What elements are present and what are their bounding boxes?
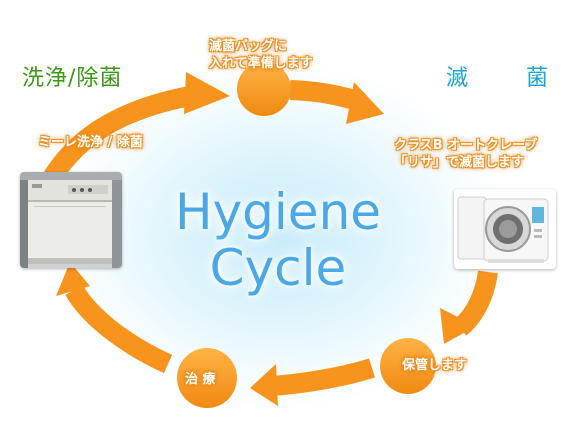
step-autoclave-label: クラスB オートクレーブ 「リサ」で滅菌します <box>394 137 537 171</box>
center-title-line2: Cycle <box>209 239 347 297</box>
node-top <box>237 62 291 116</box>
center-title: Hygiene Cycle <box>128 184 428 296</box>
arrowhead-right-down <box>440 308 476 344</box>
arrow-left-low <box>65 284 173 374</box>
sterilization-title: 滅 菌 <box>446 66 567 91</box>
step-autoclave-line2: 「リサ」で滅菌します <box>394 155 525 170</box>
arrowhead-bottom-left <box>250 364 278 406</box>
arrowhead-left-up <box>184 72 230 114</box>
step-miele-label: ミーレ洗浄 / 除菌 <box>38 135 143 150</box>
step-storage-label: 保管します <box>402 358 468 373</box>
step-treatment-label: 治 療 <box>185 372 216 387</box>
step-prepare-bag-label: 滅菌バッグに 入れて準備します <box>209 38 313 72</box>
center-title-line1: Hygiene <box>174 183 382 241</box>
arrow-top-right <box>289 80 364 112</box>
arrowhead-left-low <box>56 262 90 296</box>
arrow-left-up <box>43 86 192 184</box>
step-prepare-bag-line2: 入れて準備します <box>209 56 313 71</box>
node-bottom-left <box>177 348 237 408</box>
arrowhead-top-right <box>346 82 384 124</box>
washer-disinfector-photo <box>20 172 122 268</box>
step-prepare-bag-line1: 滅菌バッグに <box>209 39 288 54</box>
arrow-right-down <box>453 270 498 336</box>
washing-disinfection-title: 洗浄/除菌 <box>22 66 123 91</box>
step-autoclave-line1: クラスB オートクレーブ <box>394 138 538 153</box>
arrow-bottom-left <box>271 358 375 396</box>
autoclave-photo <box>454 189 556 269</box>
node-bottom-right <box>380 338 436 394</box>
